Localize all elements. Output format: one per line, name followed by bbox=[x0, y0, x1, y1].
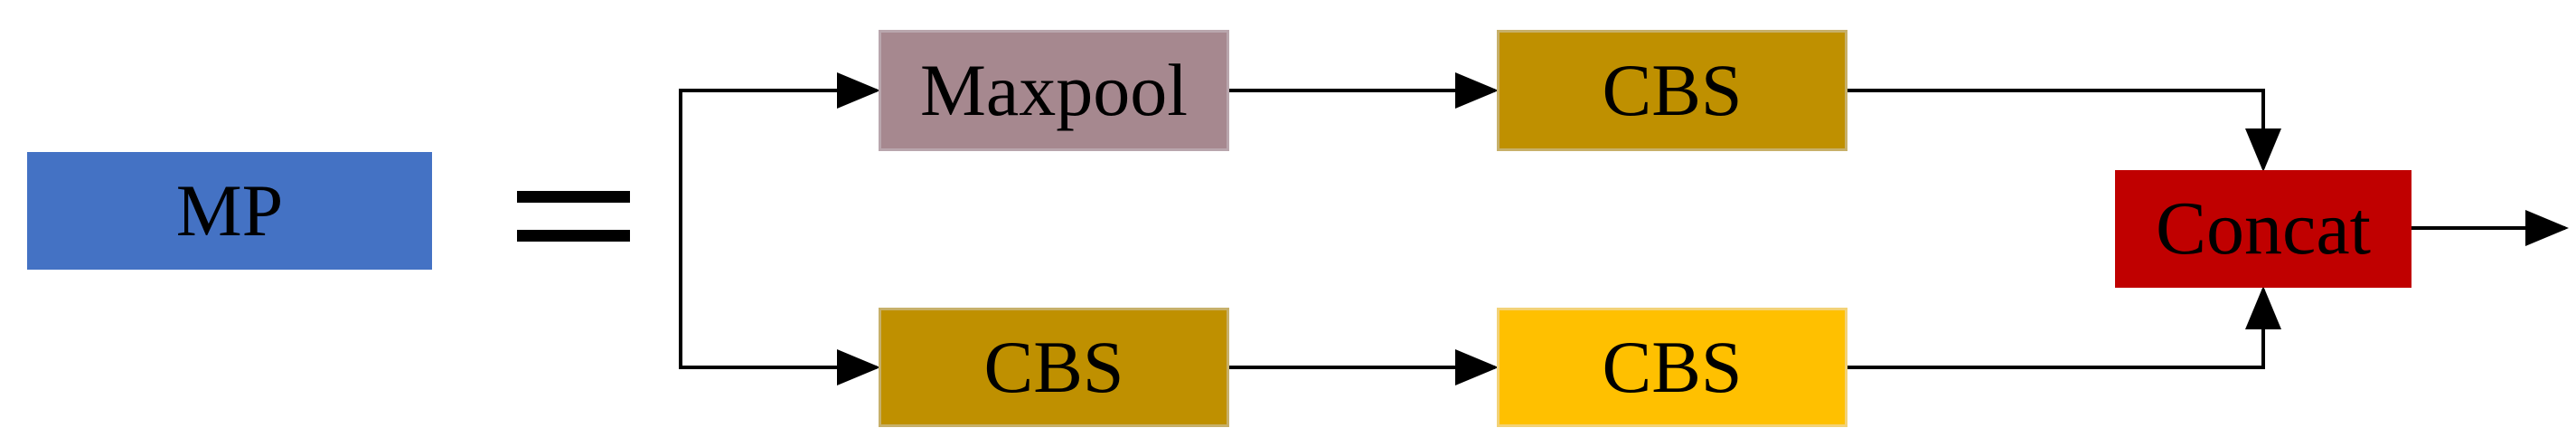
mp-label: MP bbox=[175, 169, 284, 252]
cbs-top-label: CBS bbox=[1602, 49, 1743, 131]
concat-label: Concat bbox=[2156, 186, 2371, 271]
cbs-bottom-second-box: CBS bbox=[1497, 308, 1847, 427]
cbs-bottom-second-label: CBS bbox=[1602, 326, 1743, 408]
maxpool-box: Maxpool bbox=[879, 30, 1229, 151]
concat-box: Concat bbox=[2115, 170, 2411, 288]
maxpool-label: Maxpool bbox=[919, 49, 1189, 131]
mp-box: MP bbox=[27, 152, 432, 270]
equals-sign bbox=[517, 191, 630, 242]
edge-cbs-top-to-concat bbox=[1847, 89, 2281, 172]
edge-cbs-bottom-second-to-concat bbox=[1847, 286, 2281, 369]
cbs-bottom-first-box: CBS bbox=[879, 308, 1229, 427]
cbs-top-box: CBS bbox=[1497, 30, 1847, 151]
cbs-bottom-first-label: CBS bbox=[983, 326, 1124, 408]
